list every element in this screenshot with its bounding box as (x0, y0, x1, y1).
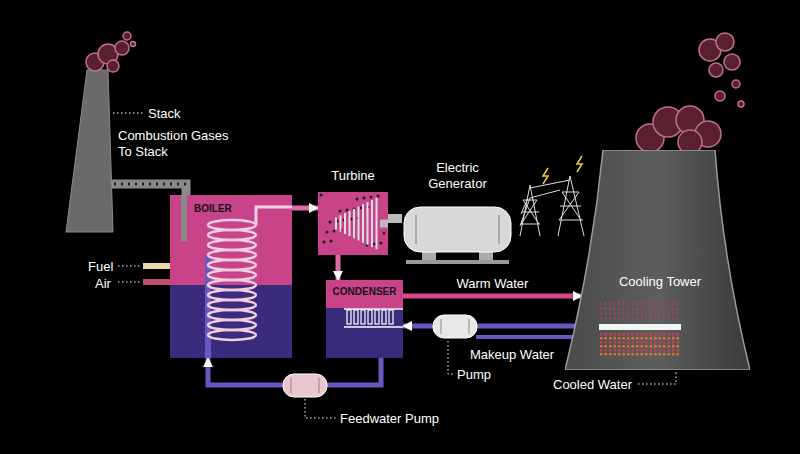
pipe-connector (292, 206, 318, 211)
makeup-pipe (476, 335, 576, 339)
node-box: Electric Generator (395, 160, 520, 264)
fuel-air-pipes (143, 263, 173, 285)
node-shape (400, 205, 515, 264)
node-box: CONDENSER (326, 280, 403, 358)
node-box: Cooling Tower (565, 150, 750, 370)
node-label: Cooling Tower (610, 274, 710, 290)
boiler-coil (170, 195, 292, 358)
callout-label: Makeup Water (470, 347, 580, 363)
node-label: CONDENSER (326, 285, 403, 298)
power-lines (520, 176, 584, 236)
node-heading: Turbine (312, 168, 394, 184)
callout-label: Combustion Gases To Stack (118, 128, 243, 160)
callout-label: Fuel (88, 259, 128, 275)
turbine-blades (318, 192, 388, 255)
cooling-tower-shape (565, 150, 750, 370)
pipe-connector (403, 294, 582, 299)
stack (66, 70, 113, 232)
generator-body (400, 205, 515, 264)
node-box: Turbine (312, 168, 394, 255)
callout-label: Air (95, 276, 135, 292)
callout-label: Pump (457, 367, 517, 383)
pump-symbol (433, 315, 477, 338)
node-heading: Electric Generator (416, 160, 500, 192)
callout-label: Stack (148, 106, 208, 122)
feedwater-pump-symbol (283, 374, 327, 397)
lightning (543, 156, 582, 184)
node-label: BOILER (194, 202, 284, 215)
callout-label: Cooled Water (553, 377, 643, 393)
node-shape (318, 192, 388, 255)
pipe-connector (336, 255, 341, 280)
callout-label: Feedwater Pump (340, 411, 460, 427)
shaft (386, 214, 402, 223)
pipe-connector (403, 324, 575, 329)
node-box: BOILER (170, 195, 292, 358)
edge-label: Warm Water (456, 276, 528, 292)
